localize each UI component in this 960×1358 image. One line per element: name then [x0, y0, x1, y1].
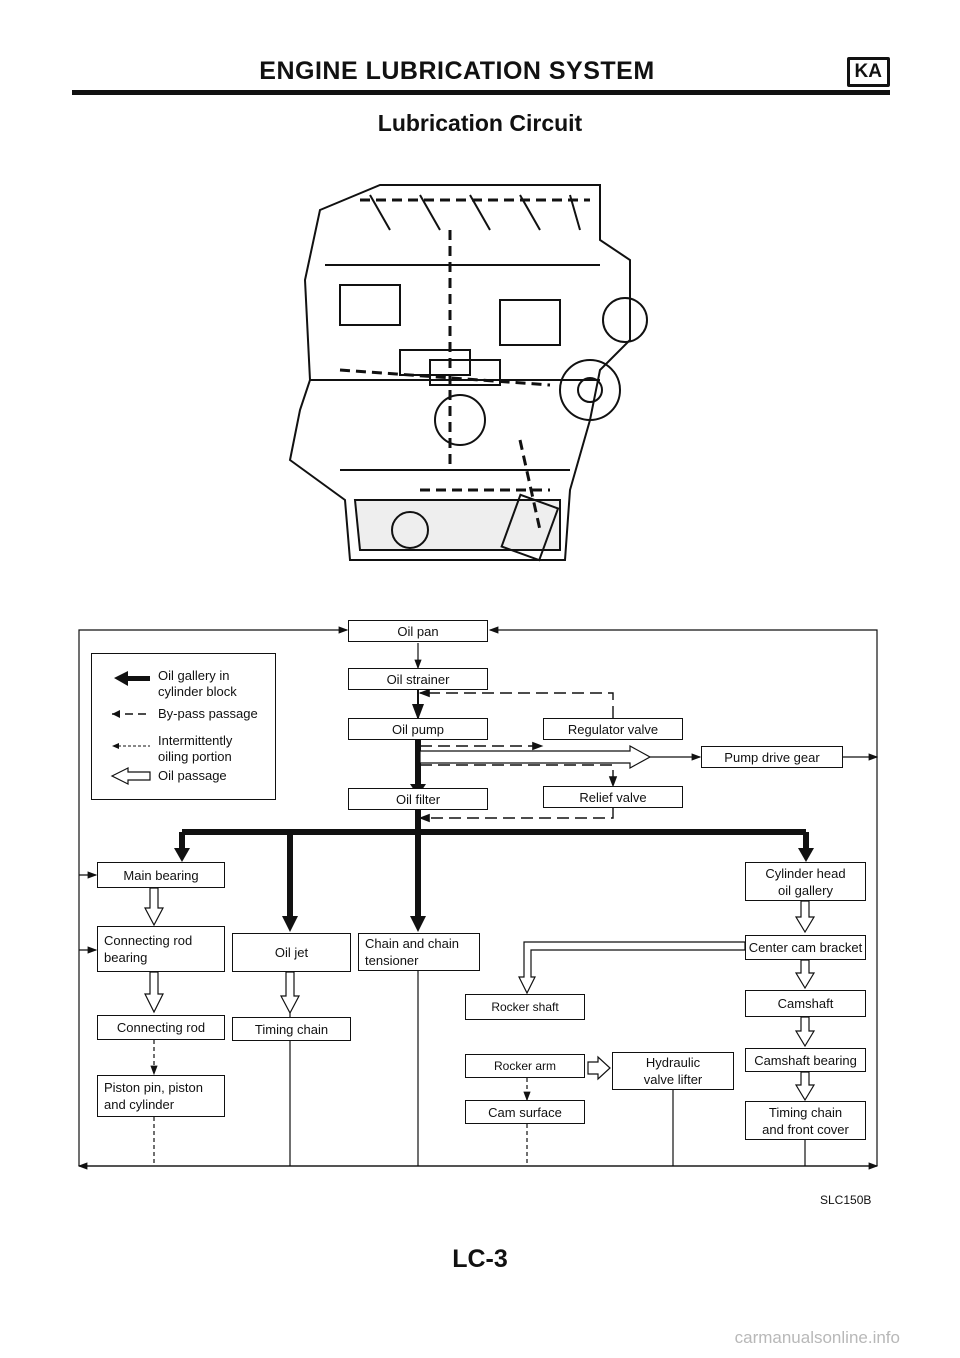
box-connecting-rod: Connecting rod [97, 1015, 225, 1040]
legend-oil-gallery: Oil gallery in cylinder block [158, 668, 237, 699]
page-number: LC-3 [452, 1245, 508, 1273]
watermark: carmanualsonline.info [734, 1328, 900, 1347]
box-timing-chain-front-cover: Timing chain and front cover [745, 1101, 866, 1140]
box-hydraulic-valve-lifter: Hydraulic valve lifter [612, 1052, 734, 1090]
box-oil-strainer: Oil strainer [348, 668, 488, 690]
legend-bypass: By-pass passage [158, 706, 258, 721]
box-pump-drive-gear: Pump drive gear [701, 746, 843, 768]
legend-intermittent: Intermittently oiling portion [158, 733, 233, 764]
legend [91, 653, 276, 800]
box-camshaft-bearing: Camshaft bearing [745, 1048, 866, 1072]
box-oil-jet: Oil jet [232, 933, 351, 972]
engine-cutaway-illustration [288, 184, 648, 562]
legend-oil-passage: Oil passage [158, 768, 227, 783]
header-rule [72, 90, 890, 95]
box-rocker-shaft: Rocker shaft [465, 994, 585, 1020]
box-oil-pump: Oil pump [348, 718, 488, 740]
figure-reference: SLC150B [820, 1193, 872, 1207]
box-regulator-valve: Regulator valve [543, 718, 683, 740]
box-connecting-rod-bearing: Connecting rod bearing [97, 926, 225, 972]
box-cylinder-head-oil-gallery: Cylinder head oil gallery [745, 862, 866, 901]
page-subtitle: Lubrication Circuit [377, 110, 583, 136]
box-chain-tensioner: Chain and chain tensioner [358, 933, 480, 971]
box-oil-filter: Oil filter [348, 788, 488, 810]
box-timing-chain: Timing chain [232, 1017, 351, 1041]
box-oil-pan: Oil pan [348, 620, 488, 642]
box-camshaft: Camshaft [745, 990, 866, 1017]
box-relief-valve: Relief valve [543, 786, 683, 808]
page-header: ENGINE LUBRICATION SYSTEM KA [72, 55, 890, 93]
box-rocker-arm: Rocker arm [465, 1054, 585, 1078]
section-title: ENGINE LUBRICATION SYSTEM [259, 57, 655, 85]
engine-badge: KA [846, 57, 890, 87]
box-cam-surface: Cam surface [465, 1100, 585, 1124]
box-center-cam-bracket: Center cam bracket [745, 935, 866, 960]
box-main-bearing: Main bearing [97, 862, 225, 888]
box-piston-pin: Piston pin, piston and cylinder [97, 1075, 225, 1117]
